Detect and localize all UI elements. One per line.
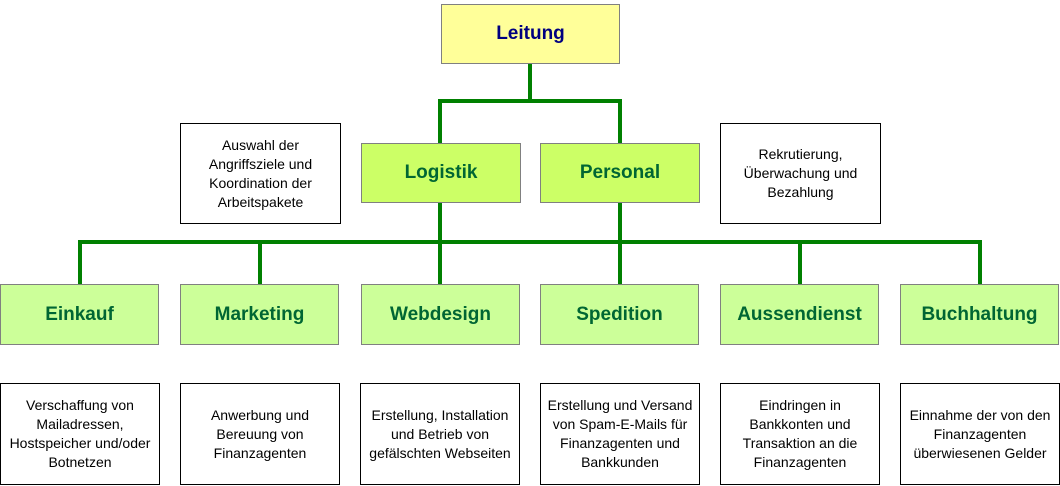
desc-marketing-text: Anwerbung und Bereuung von Finanzagenten	[210, 406, 310, 461]
node-personal-label: Personal	[579, 162, 661, 183]
node-marketing-label: Marketing	[214, 303, 305, 325]
node-buchhaltung-label: Buchhaltung	[921, 303, 1038, 325]
node-marketing: Marketing	[180, 284, 339, 345]
note-personal-text: Rekrutierung, Überwachung und Bezahlung	[743, 146, 858, 200]
desc-aussendienst: Eindringen in Bankkonten und Transaktion…	[720, 383, 880, 485]
desc-buchhaltung: Einnahme der von den Finanzagenten überw…	[900, 383, 1060, 485]
desc-spedition-text: Erstellung und Versand von Spam-E-Mails …	[547, 397, 693, 470]
node-aussendienst-label: Aussendienst	[737, 303, 862, 325]
node-logistik-label: Logistik	[404, 162, 478, 183]
node-leitung: Leitung	[441, 4, 620, 64]
note-logistik: Auswahl der Angriffsziele und Koordinati…	[180, 123, 341, 224]
node-einkauf-label: Einkauf	[45, 303, 114, 325]
desc-spedition: Erstellung und Versand von Spam-E-Mails …	[540, 383, 700, 485]
desc-webdesign-text: Erstellung, Installation und Betrieb von…	[369, 406, 511, 461]
node-aussendienst: Aussendienst	[720, 284, 879, 345]
desc-buchhaltung-text: Einnahme der von den Finanzagenten überw…	[909, 406, 1051, 461]
desc-einkauf: Verschaffung von Mailadressen, Hostspeic…	[0, 383, 160, 485]
desc-einkauf-text: Verschaffung von Mailadressen, Hostspeic…	[9, 397, 151, 470]
desc-aussendienst-text: Eindringen in Bankkonten und Transaktion…	[742, 397, 858, 470]
node-einkauf: Einkauf	[0, 284, 159, 345]
node-spedition: Spedition	[540, 284, 699, 345]
node-leitung-label: Leitung	[496, 23, 565, 44]
desc-marketing: Anwerbung und Bereuung von Finanzagenten	[180, 383, 340, 485]
node-personal: Personal	[540, 143, 700, 203]
node-webdesign-label: Webdesign	[390, 303, 491, 325]
node-spedition-label: Spedition	[576, 303, 663, 325]
node-webdesign: Webdesign	[361, 284, 520, 345]
note-logistik-text: Auswahl der Angriffsziele und Koordinati…	[208, 136, 313, 210]
note-personal: Rekrutierung, Überwachung und Bezahlung	[720, 123, 881, 224]
desc-webdesign: Erstellung, Installation und Betrieb von…	[360, 383, 520, 485]
node-buchhaltung: Buchhaltung	[900, 284, 1059, 345]
node-logistik: Logistik	[361, 143, 521, 203]
